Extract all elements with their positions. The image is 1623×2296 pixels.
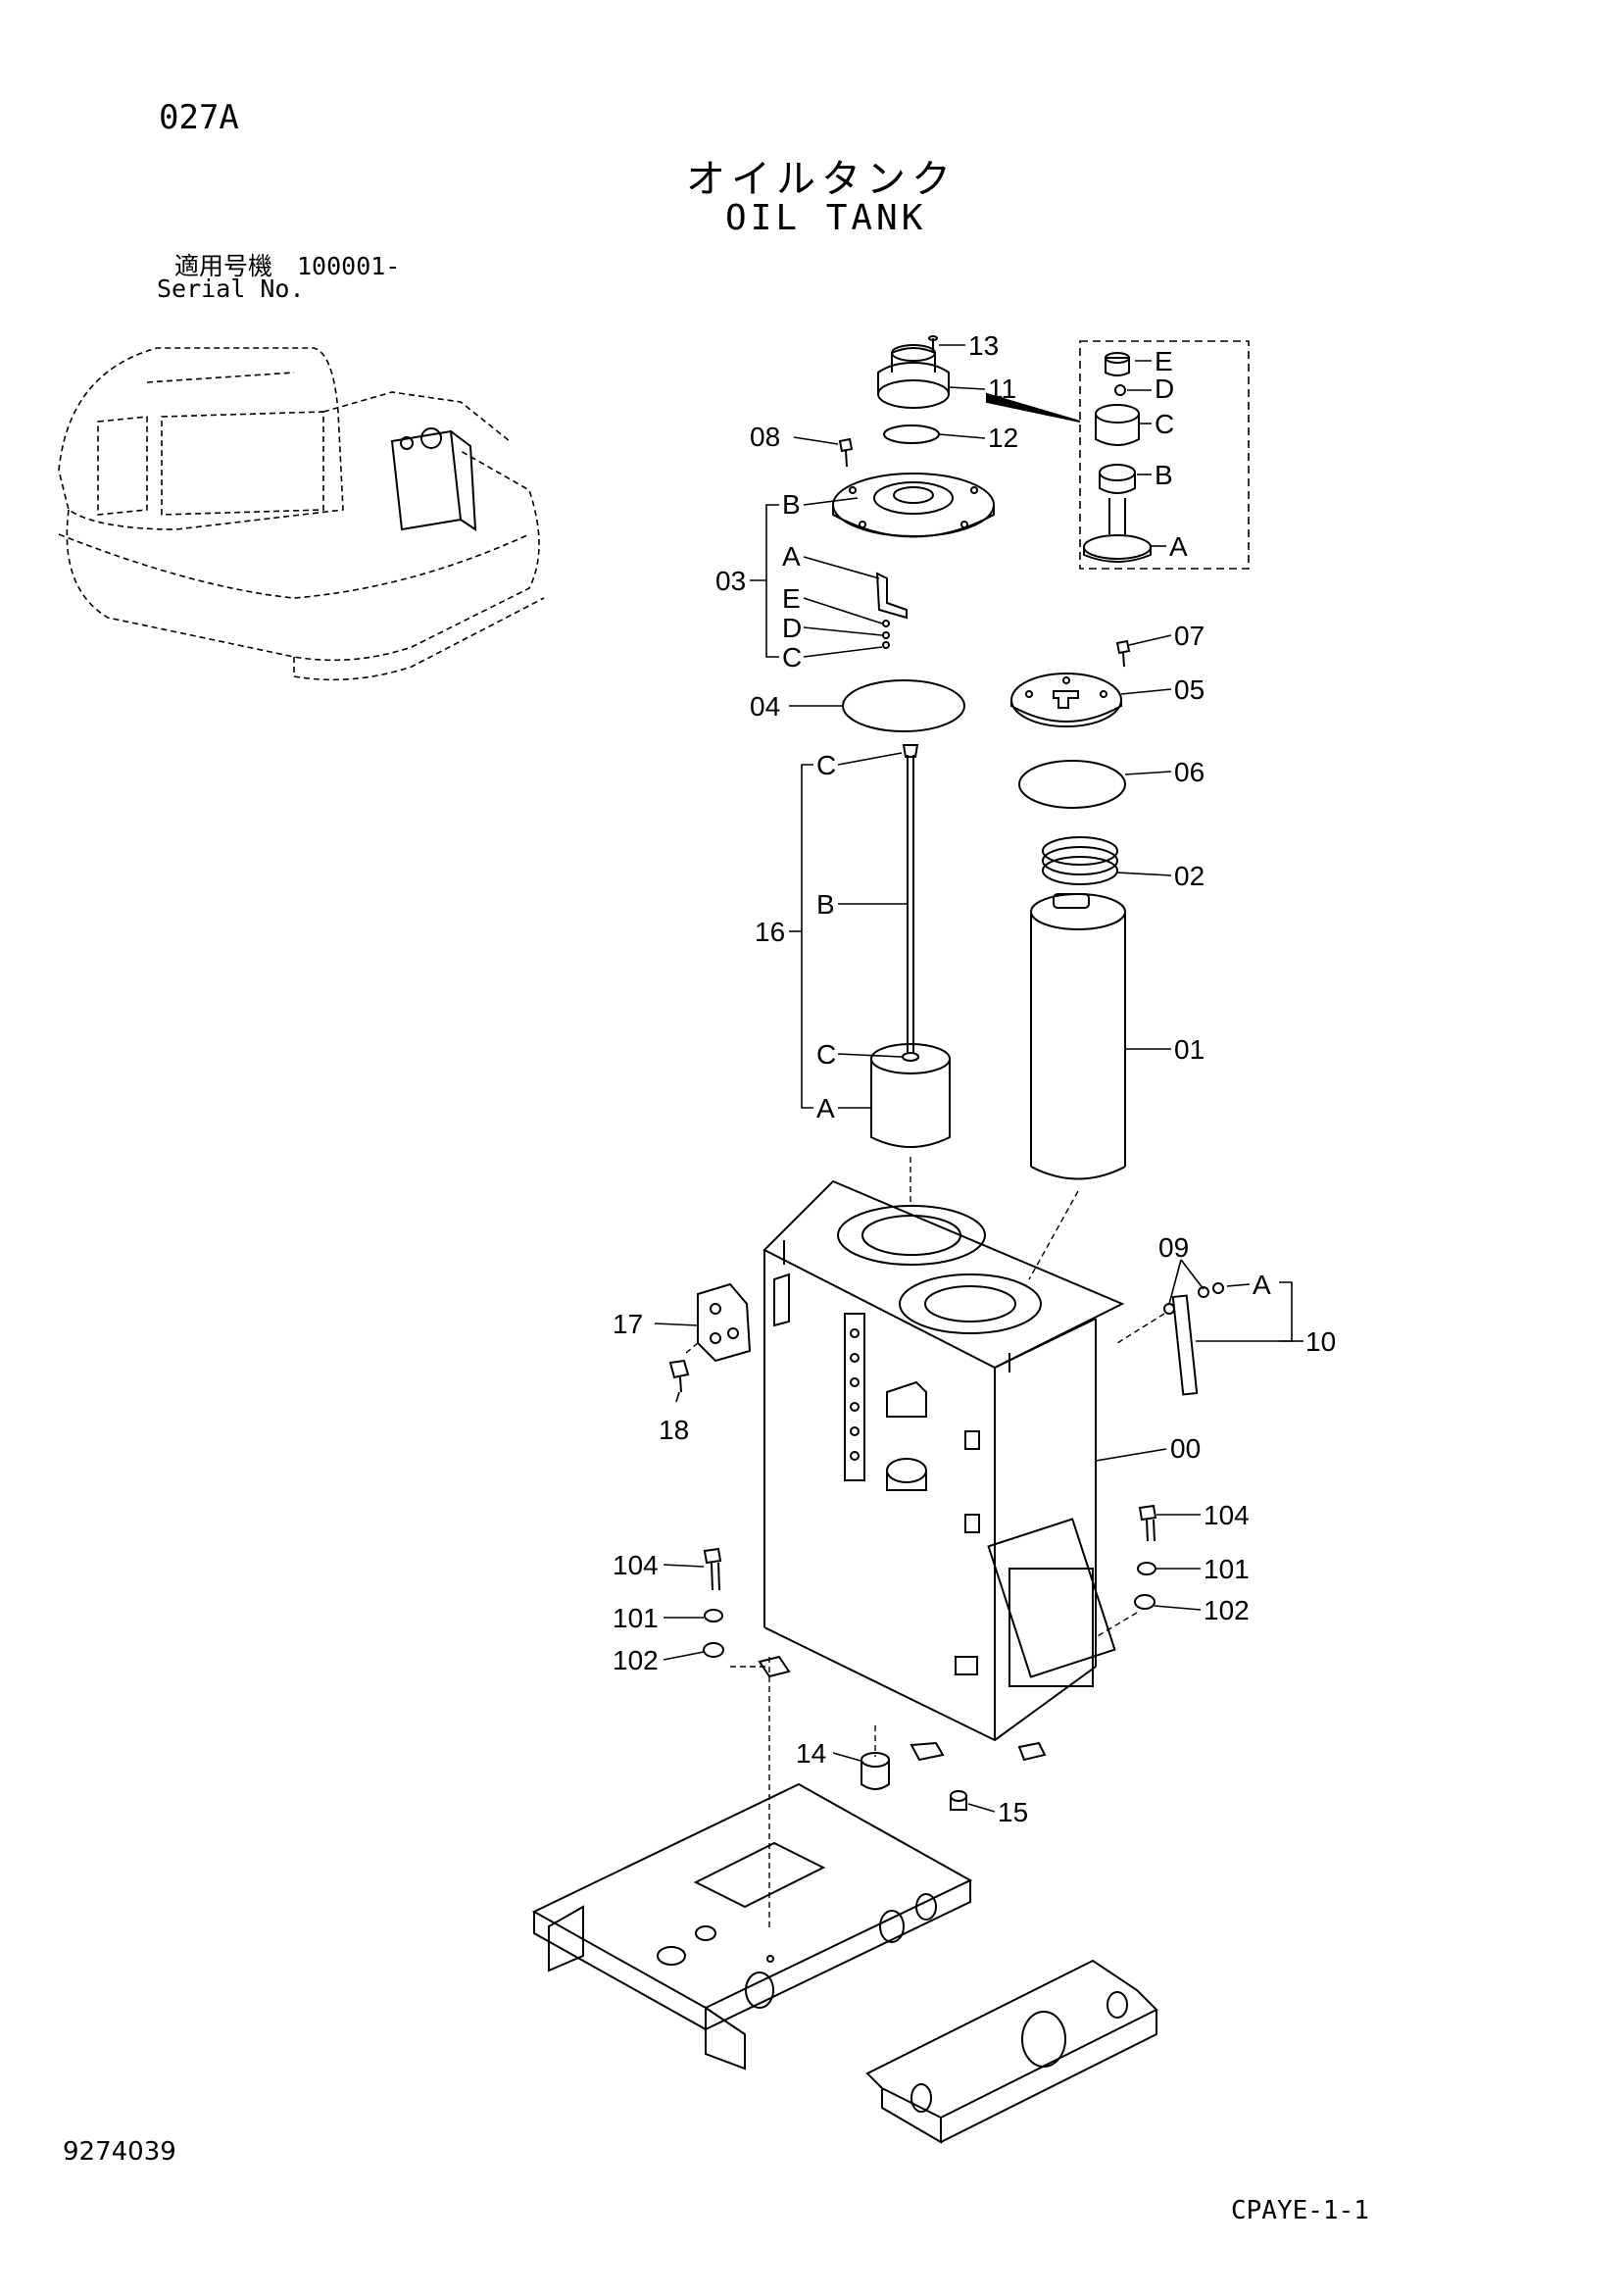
callout-02: 02 [1174, 861, 1205, 891]
callout-18: 18 [659, 1415, 689, 1445]
serial-label-japanese: 適用号機 100001- [174, 252, 401, 280]
callout-05: 05 [1174, 674, 1205, 705]
base-frame [531, 1782, 1158, 2144]
detail-callout-b: B [1155, 460, 1173, 490]
callout-09: 09 [1158, 1232, 1189, 1263]
oil-tank-body-part-00 [758, 1179, 1125, 1762]
callout-16-b: B [816, 889, 835, 920]
callout-14: 14 [796, 1738, 826, 1769]
callout-16-c-bottom: C [816, 1039, 836, 1070]
callout-09-a: A [1253, 1270, 1271, 1300]
callout-03-b: B [782, 489, 801, 520]
sheet-code: CPAYE-1-1 [1231, 2196, 1369, 2225]
page-code: 027A [159, 98, 239, 137]
callout-03-c: C [782, 642, 802, 673]
gasket-part-04 [842, 679, 965, 732]
bolt-part-07 [1115, 639, 1131, 668]
callout-104-left: 104 [613, 1550, 659, 1580]
callout-11: 11 [988, 374, 1016, 404]
detail-box-part-11 [986, 340, 1250, 570]
bracket-part-17 [697, 1273, 790, 1363]
callout-10: 10 [1305, 1326, 1336, 1357]
bracket-part-03a [875, 572, 908, 620]
callout-labels: 13 11 12 08 03 B A E D C 04 07 05 06 02 … [613, 330, 1336, 1827]
title-english: OIL TANK [725, 198, 927, 238]
washer-part-102-right [1134, 1594, 1156, 1610]
callout-102-right: 102 [1204, 1595, 1250, 1625]
seal-part-06 [1018, 760, 1126, 809]
breather-cap-part-11 [877, 344, 950, 409]
assembly-guide-lines [685, 1157, 1165, 1931]
callout-08: 08 [750, 422, 780, 452]
filter-element-part-01 [1030, 893, 1126, 1180]
detail-callout-e: E [1155, 346, 1173, 376]
callout-101-right: 101 [1204, 1554, 1250, 1584]
bolt-part-13 [928, 335, 938, 351]
washer-part-03e [882, 620, 890, 627]
o-ring-part-12 [883, 424, 940, 444]
excavator-location-thumbnail [58, 347, 545, 681]
tank-location-highlight [390, 427, 477, 531]
cover-part-05 [1010, 673, 1122, 727]
washer-part-03d [882, 631, 890, 639]
washer-part-102-left [703, 1642, 724, 1658]
callout-104-right: 104 [1204, 1500, 1250, 1530]
nut-part-03c [882, 641, 890, 649]
drain-plug-part-14 [861, 1752, 890, 1790]
suction-strainer-part-16 [870, 744, 951, 1148]
callout-16: 16 [755, 917, 785, 947]
serial-label-english: Serial No. [157, 275, 305, 303]
bolt-part-08 [838, 437, 854, 468]
callout-15: 15 [998, 1797, 1028, 1827]
callout-03: 03 [715, 566, 746, 596]
callout-00: 00 [1170, 1433, 1201, 1464]
bolt-part-104-right [1138, 1504, 1157, 1542]
plug-part-15 [950, 1790, 967, 1811]
level-gauge-part-10 [1163, 1282, 1224, 1396]
detail-callout-d: D [1155, 374, 1174, 404]
callout-07: 07 [1174, 621, 1205, 651]
cover-plate-part-03b [832, 473, 995, 538]
washer-part-101-right [1137, 1562, 1156, 1575]
detail-callout-c: C [1155, 409, 1174, 439]
callout-102-left: 102 [613, 1645, 659, 1675]
callout-03-d: D [782, 613, 802, 643]
bolt-part-18 [668, 1359, 690, 1393]
callout-13: 13 [968, 330, 999, 361]
callout-17: 17 [613, 1309, 643, 1339]
callout-04: 04 [750, 691, 780, 722]
drawing-number: 9274039 [63, 2137, 176, 2167]
bolt-part-104-left [703, 1547, 722, 1591]
callout-16-c-top: C [816, 750, 836, 780]
callout-03-e: E [782, 583, 801, 614]
title-japanese: オイルタンク [686, 157, 957, 202]
spring-part-02 [1042, 836, 1118, 885]
callout-101-left: 101 [613, 1603, 659, 1633]
callout-leader-lines [654, 344, 1303, 1813]
callout-12: 12 [988, 423, 1018, 453]
callout-16-a: A [816, 1093, 835, 1123]
callout-01: 01 [1174, 1034, 1205, 1065]
washer-part-101-left [704, 1609, 723, 1622]
callout-03-a: A [782, 541, 801, 572]
callout-06: 06 [1174, 757, 1205, 787]
detail-callout-a: A [1169, 531, 1188, 562]
